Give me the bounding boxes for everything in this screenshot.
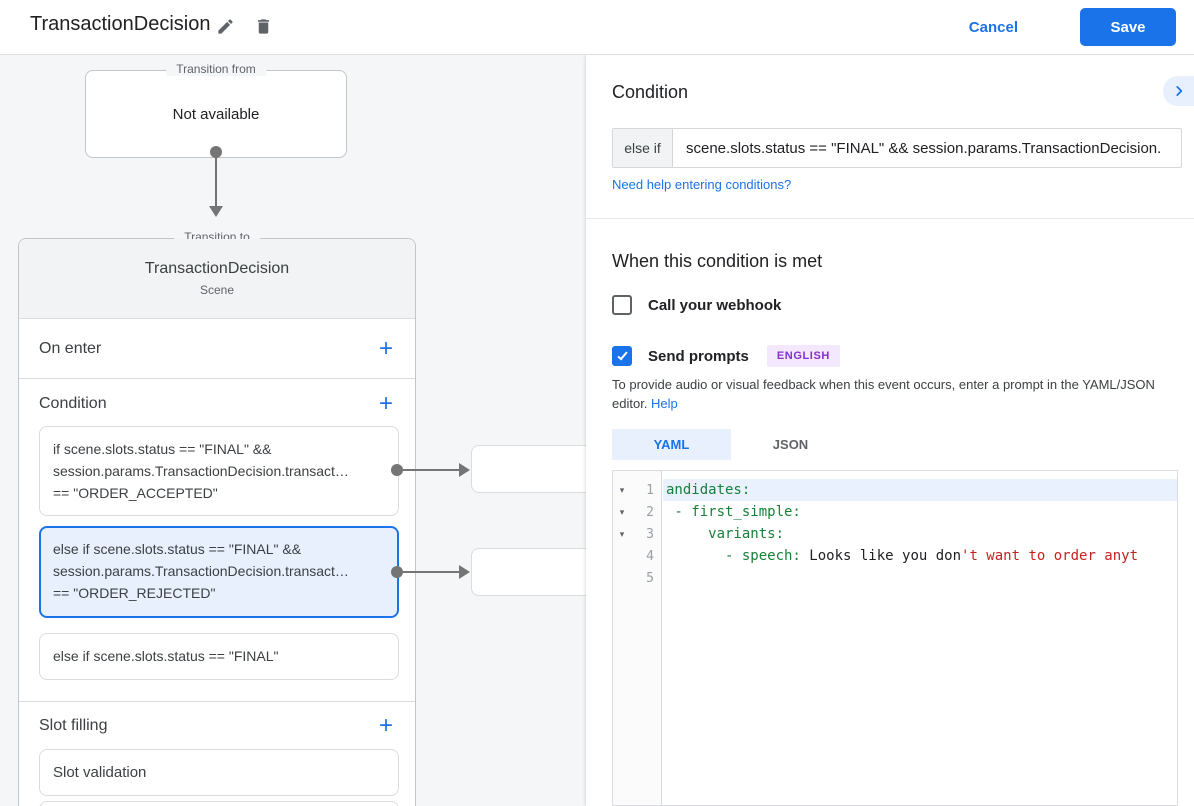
- transition-from-legend: Transition from: [166, 62, 266, 76]
- code-area[interactable]: andidates: - first_simple: variants: - s…: [663, 471, 1177, 805]
- on-enter-label: On enter: [39, 339, 102, 357]
- add-icon: +: [378, 390, 393, 417]
- target-scene-node[interactable]: [471, 445, 586, 493]
- condition-item-final[interactable]: else if scene.slots.status == "FINAL": [39, 633, 399, 680]
- slot-filling-section: Slot filling +: [19, 701, 415, 749]
- connector-dot: [391, 464, 403, 476]
- tab-json[interactable]: JSON: [772, 437, 809, 452]
- when-condition-met-title: When this condition is met: [612, 251, 823, 271]
- code-line-2[interactable]: - first_simple:: [666, 504, 801, 520]
- line-number: 3: [646, 526, 654, 542]
- flow-arrowhead: [459, 565, 470, 579]
- flow-arrow-line: [403, 571, 460, 573]
- connector-dot: [391, 566, 403, 578]
- flow-arrow-line: [403, 469, 460, 471]
- slot-validation-item[interactable]: Slot validation: [39, 749, 399, 796]
- chevron-right-icon: [1175, 86, 1182, 96]
- edit-scene-button[interactable]: [212, 13, 238, 39]
- gutter-row: 5: [613, 567, 661, 589]
- line-number: 2: [646, 504, 654, 520]
- add-icon: +: [378, 334, 393, 362]
- code-line-4[interactable]: - speech: Looks like you don't want to o…: [666, 548, 1139, 564]
- transition-from-box[interactable]: Transition from Not available: [85, 62, 347, 158]
- editor-gutter: ▾ 1 ▾ 2 ▾ 3 4 5: [613, 471, 662, 805]
- add-icon: +: [378, 711, 393, 739]
- line-number: 5: [646, 570, 654, 586]
- slot-item-partial[interactable]: [39, 801, 399, 806]
- collapse-arrow-icon[interactable]: ▾: [619, 506, 625, 517]
- code-line-3[interactable]: variants:: [666, 526, 785, 542]
- on-enter-section: On enter +: [19, 319, 415, 379]
- collapse-panel-button[interactable]: [1163, 76, 1194, 106]
- panel-divider: [586, 218, 1194, 219]
- webhook-option-row: Call your webhook: [612, 295, 781, 315]
- collapse-arrow-icon[interactable]: ▾: [619, 484, 625, 495]
- delete-scene-button[interactable]: [250, 13, 276, 39]
- condition-expression-input[interactable]: [673, 129, 1181, 167]
- collapse-arrow-icon[interactable]: ▾: [619, 528, 625, 539]
- pencil-icon: [217, 18, 233, 34]
- condition-section: Condition +: [19, 379, 415, 429]
- send-prompts-label: Send prompts: [648, 347, 749, 365]
- cancel-button[interactable]: Cancel: [953, 10, 1034, 44]
- conditions-help-link[interactable]: Need help entering conditions?: [612, 177, 792, 192]
- tab-yaml[interactable]: YAML: [612, 429, 731, 460]
- page-title: TransactionDecision: [30, 13, 211, 35]
- scene-node-card: Transition to TransactionDecision Scene …: [18, 230, 416, 806]
- slot-filling-label: Slot filling: [39, 716, 108, 734]
- scene-card-header[interactable]: TransactionDecision Scene: [19, 239, 415, 319]
- add-on-enter-button[interactable]: +: [377, 336, 395, 360]
- gutter-row: ▾ 3: [613, 523, 661, 545]
- scene-type-label: Scene: [199, 283, 235, 297]
- gutter-row: 4: [613, 545, 661, 567]
- condition-item-order-accepted[interactable]: if scene.slots.status == "FINAL" && sess…: [39, 426, 399, 516]
- call-webhook-checkbox[interactable]: [612, 295, 632, 315]
- help-link[interactable]: Help: [651, 396, 678, 411]
- send-prompts-checkbox[interactable]: [612, 346, 632, 366]
- trash-icon: [257, 18, 269, 34]
- call-webhook-label: Call your webhook: [648, 296, 782, 314]
- flow-arrow-line: [215, 152, 217, 208]
- yaml-code-editor: ▾ 1 ▾ 2 ▾ 3 4 5: [612, 470, 1178, 806]
- flow-arrowhead: [209, 206, 223, 217]
- top-bar: TransactionDecision Cancel Save: [0, 0, 1194, 55]
- condition-prefix: else if: [613, 129, 673, 167]
- code-line-5[interactable]: [663, 567, 1177, 589]
- language-badge: ENGLISH: [766, 345, 840, 367]
- add-condition-button[interactable]: +: [377, 392, 395, 416]
- scene-name: TransactionDecision: [144, 260, 290, 277]
- gutter-row: ▾ 1: [613, 479, 661, 501]
- line-number: 1: [646, 482, 654, 498]
- condition-details-panel: Condition else if Need help entering con…: [586, 55, 1194, 806]
- prompts-option-row: Send prompts ENGLISH: [612, 345, 840, 367]
- save-button[interactable]: Save: [1080, 8, 1176, 46]
- transition-from-value: Not available: [172, 105, 260, 123]
- code-line-1[interactable]: andidates:: [663, 479, 1177, 501]
- line-number: 4: [646, 548, 654, 564]
- condition-item-order-rejected-selected[interactable]: else if scene.slots.status == "FINAL" &&…: [39, 526, 399, 618]
- panel-title: Condition: [612, 82, 689, 102]
- check-icon: [617, 349, 628, 361]
- condition-expression-field: else if: [612, 128, 1182, 168]
- add-slot-button[interactable]: +: [377, 713, 395, 737]
- flow-canvas: Transition from Not available Transition…: [0, 55, 586, 806]
- target-scene-node[interactable]: [471, 548, 586, 596]
- gutter-row: ▾ 2: [613, 501, 661, 523]
- condition-label: Condition: [39, 395, 107, 412]
- flow-arrowhead: [459, 463, 470, 477]
- prompts-help-text: To provide audio or visual feedback when…: [612, 377, 1155, 411]
